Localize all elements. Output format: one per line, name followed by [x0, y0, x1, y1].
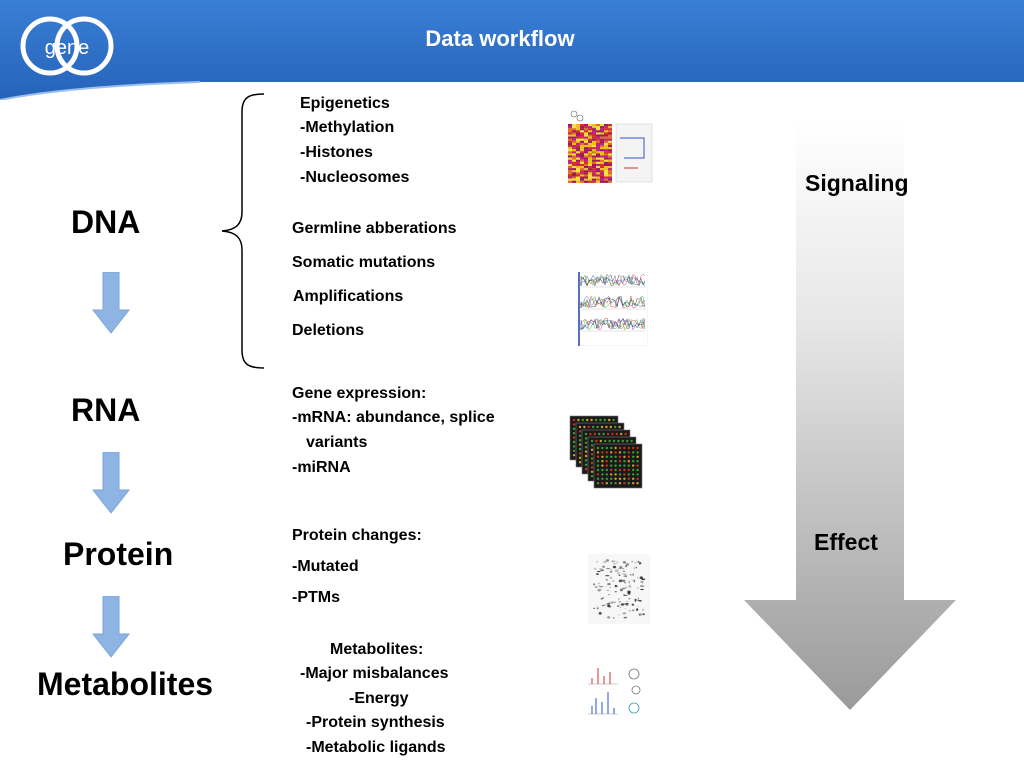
stage-down-arrow-icon	[92, 596, 130, 658]
stage-down-arrow-icon	[92, 452, 130, 514]
rna-item-continued: variants	[306, 434, 368, 451]
metabolite-label: Protein synthesis	[311, 714, 445, 731]
epigenetics-item: -Nucleosomes	[300, 169, 410, 186]
metabolite-item: -Protein synthesis	[306, 714, 445, 731]
genomic-item: Deletions	[292, 322, 365, 339]
logo-text: gene	[45, 37, 90, 59]
sequencing-trace-thumbnail-icon	[578, 272, 648, 346]
header-banner: gene	[0, 0, 1024, 100]
metabolite-item: -Major misbalances	[300, 665, 449, 682]
metabolite-label: Energy	[354, 690, 409, 707]
gradient-down-arrow-icon	[744, 120, 956, 710]
protein-label: PTMs	[297, 589, 340, 606]
gene-logo-icon: gene	[20, 16, 114, 76]
curly-brace-icon	[221, 93, 265, 369]
stage-metabolites: Metabolites	[37, 666, 214, 702]
stage-rna: RNA	[71, 392, 141, 428]
rna-title: Gene expression:	[292, 385, 427, 402]
epigenetics-label: Methylation	[305, 119, 395, 136]
rna-item: -miRNA	[292, 459, 351, 476]
metabolite-spectrum-thumbnail-icon	[584, 662, 654, 720]
protein-item: -Mutated	[292, 558, 359, 575]
header-background	[0, 0, 1024, 100]
page-title: Data workflow	[425, 26, 575, 51]
metabolite-label: Major misbalances	[305, 665, 449, 682]
epigenetics-label: Histones	[305, 144, 373, 161]
rna-label: mRNA: abundance, splice	[297, 409, 495, 426]
protein-gel-thumbnail-icon	[588, 554, 650, 624]
stage-dna: DNA	[71, 204, 141, 240]
rna-item: -mRNA: abundance, splice	[292, 409, 495, 426]
genomic-item: Somatic mutations	[292, 254, 436, 271]
epigenetics-item: -Histones	[300, 144, 373, 161]
microarray-stack-thumbnail-icon	[569, 415, 643, 489]
effect-label: Effect	[814, 529, 878, 555]
epigenetics-title: Epigenetics	[300, 95, 390, 112]
stage-down-arrow-icon	[92, 272, 130, 334]
epigenetics-label: Nucleosomes	[305, 169, 410, 186]
rna-label: miRNA	[297, 459, 351, 476]
metabolite-label: Metabolic ligands	[311, 739, 446, 756]
genomic-item: Germline abberations	[292, 220, 457, 237]
heatmap-thumbnail-icon	[568, 110, 653, 183]
metabolites-title: Metabolites:	[330, 641, 424, 658]
signaling-label: Signaling	[805, 170, 909, 196]
epigenetics-item: -Methylation	[300, 119, 395, 136]
stage-protein: Protein	[63, 536, 174, 572]
protein-item: -PTMs	[292, 589, 340, 606]
protein-label: Mutated	[297, 558, 359, 575]
metabolite-item: -Energy	[349, 690, 409, 707]
protein-title: Protein changes:	[292, 527, 422, 544]
metabolite-item: -Metabolic ligands	[306, 739, 446, 756]
genomic-item: Amplifications	[293, 288, 404, 305]
